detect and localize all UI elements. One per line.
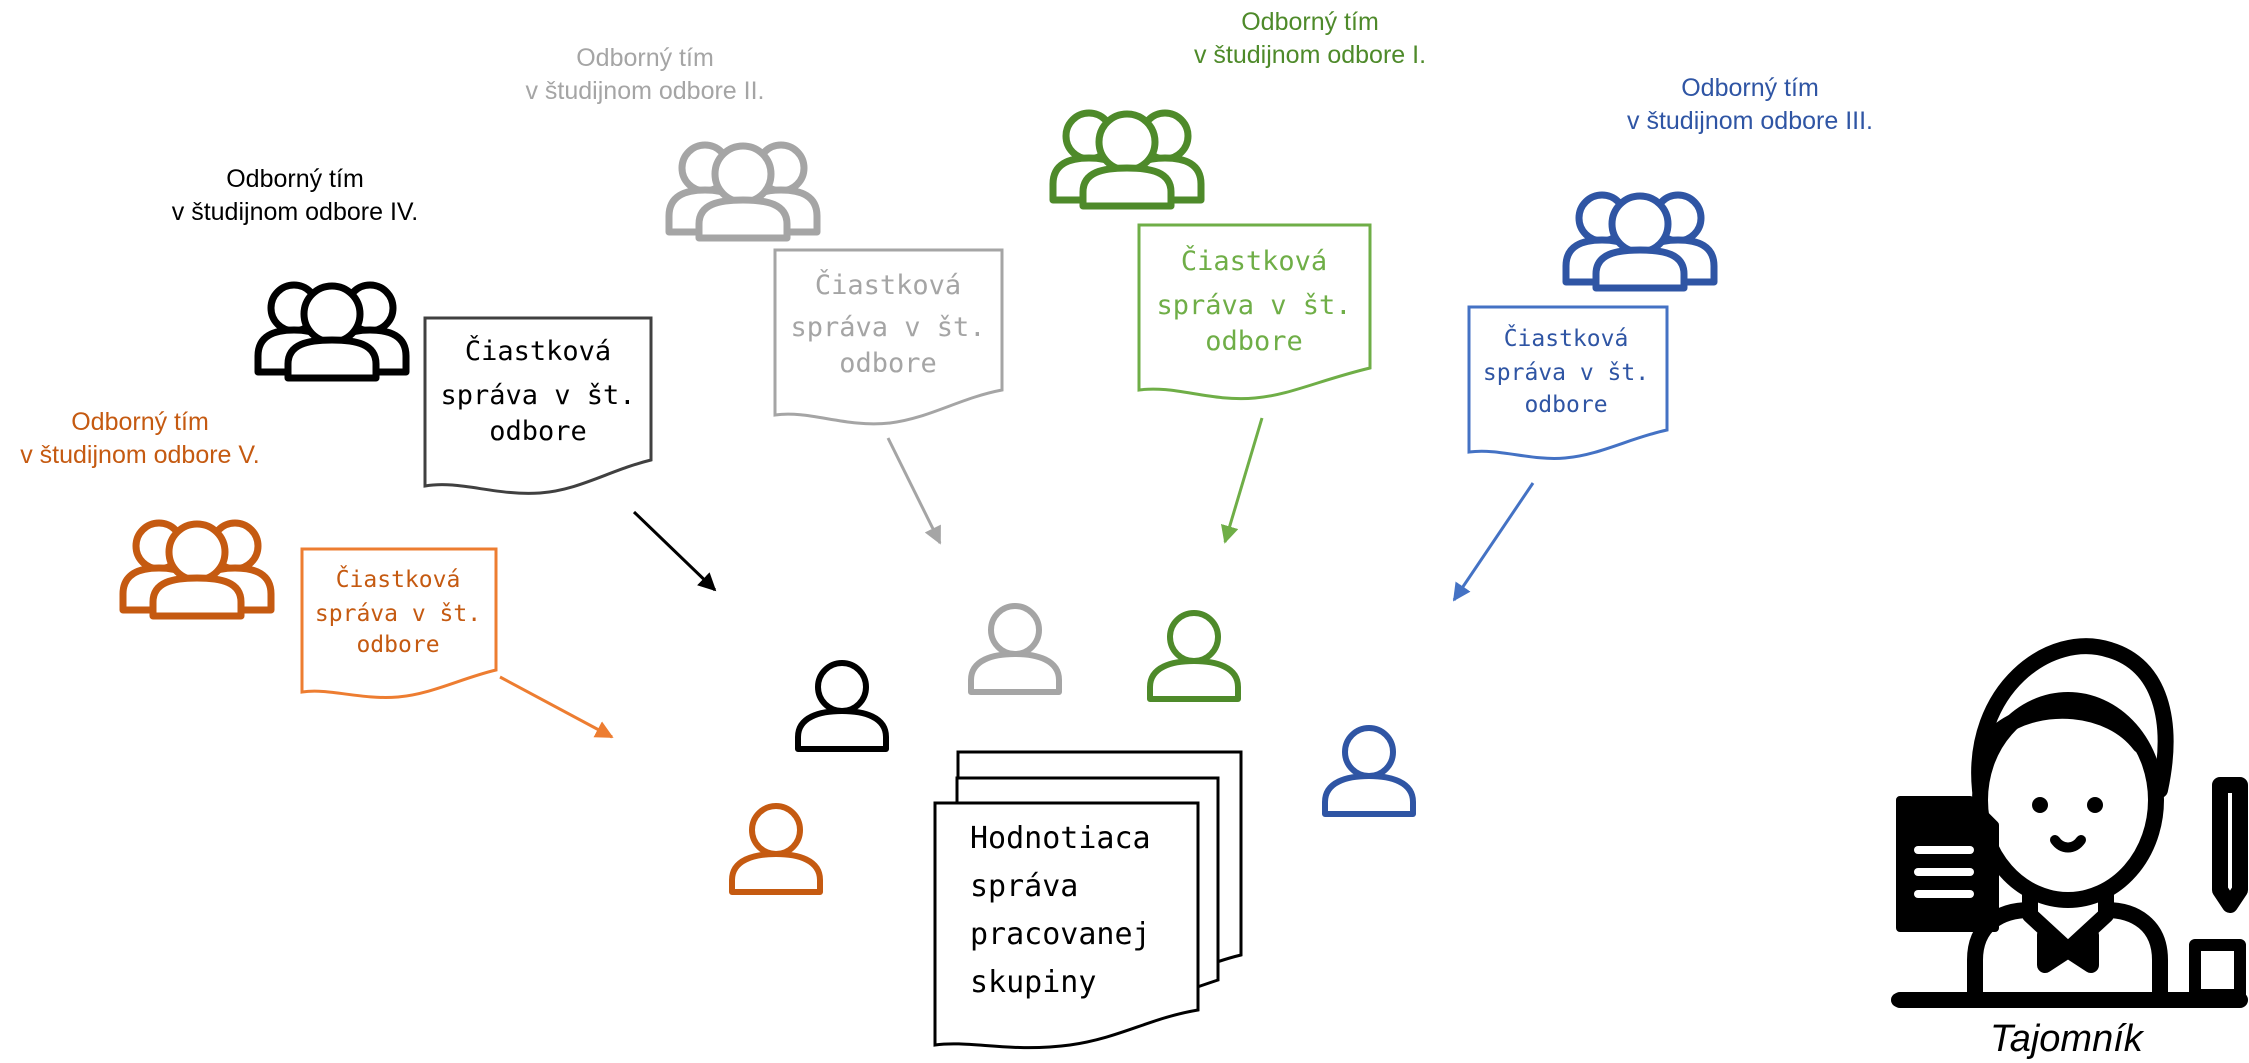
team-label-iii: Odborný tím v študijnom odbore III. bbox=[1600, 72, 1900, 138]
team-label-v-line2: v študijnom odbore V. bbox=[20, 441, 260, 469]
report-doc-v-line1: Čiastková bbox=[336, 565, 461, 593]
final-report-stack: Hodnotiaca správa pracovanej skupiny bbox=[933, 750, 1243, 1050]
team-label-iv-line1: Odborný tím bbox=[226, 165, 364, 193]
report-doc-iii-line3: odbore bbox=[1524, 392, 1607, 418]
team-icon-v bbox=[123, 523, 271, 616]
team-icon-iii bbox=[1566, 195, 1714, 288]
report-doc-iv-line2: správa v št. bbox=[440, 380, 635, 411]
secretary-label: Tajomník bbox=[1990, 1018, 2143, 1060]
team-icon-i bbox=[1053, 113, 1201, 206]
arrow-i bbox=[1221, 417, 1264, 544]
member-icon-i bbox=[1150, 613, 1238, 699]
report-doc-i-line3: odbore bbox=[1205, 326, 1303, 357]
arrow-iii bbox=[1452, 482, 1535, 602]
team-label-iv: Odborný tím v študijnom odbore IV. bbox=[145, 163, 445, 229]
team-label-ii: Odborný tím v študijnom odbore II. bbox=[495, 42, 795, 108]
member-icon-iv bbox=[798, 663, 886, 749]
team-label-v-line1: Odborný tím bbox=[71, 408, 209, 436]
member-icon-iii bbox=[1325, 728, 1413, 814]
team-label-iii-line1: Odborný tím bbox=[1681, 74, 1819, 102]
final-report-line1: Hodnotiaca bbox=[970, 821, 1151, 856]
team-label-v: Odborný tím v študijnom odbore V. bbox=[0, 406, 280, 472]
team-label-i-line1: Odborný tím bbox=[1241, 8, 1379, 36]
report-doc-iii-line1: Čiastková bbox=[1504, 324, 1629, 352]
arrow-ii bbox=[886, 437, 942, 545]
report-doc-ii-line2: správa v št. bbox=[790, 312, 985, 343]
report-doc-v-line2: správa v št. bbox=[315, 601, 481, 627]
report-doc-v-line3: odbore bbox=[356, 632, 439, 658]
report-doc-ii: Čiastková správa v št. odbore bbox=[773, 248, 1004, 426]
secretary-icon bbox=[1891, 638, 2248, 1008]
report-doc-iv-line1: Čiastková bbox=[465, 335, 611, 367]
team-label-ii-line1: Odborný tím bbox=[576, 44, 714, 72]
report-doc-i: Čiastková správa v št. odbore bbox=[1137, 223, 1372, 401]
report-doc-ii-line3: odbore bbox=[839, 348, 937, 379]
report-doc-iv: Čiastková správa v št. odbore bbox=[423, 316, 653, 495]
report-doc-iii: Čiastková správa v št. odbore bbox=[1467, 305, 1669, 460]
team-label-i: Odborný tím v študijnom odbore I. bbox=[1160, 6, 1460, 72]
team-label-ii-line2: v študijnom odbore II. bbox=[525, 77, 765, 105]
report-doc-i-line1: Čiastková bbox=[1181, 245, 1327, 277]
team-icon-iv bbox=[258, 285, 406, 378]
member-icon-v bbox=[732, 806, 820, 892]
report-doc-iii-line2: správa v št. bbox=[1483, 360, 1649, 386]
team-label-i-line2: v študijnom odbore I. bbox=[1193, 41, 1427, 69]
final-report-line2: správa bbox=[970, 869, 1078, 904]
team-icon-ii bbox=[669, 145, 817, 238]
report-doc-ii-line1: Čiastková bbox=[815, 269, 961, 301]
report-doc-v: Čiastková správa v št. odbore bbox=[300, 547, 498, 699]
report-doc-i-line2: správa v št. bbox=[1156, 290, 1351, 321]
final-report-line4: skupiny bbox=[970, 965, 1096, 1000]
team-label-iii-line2: v študijnom odbore III. bbox=[1627, 107, 1873, 135]
team-label-iv-line2: v študijnom odbore IV. bbox=[171, 198, 419, 226]
arrow-v bbox=[499, 675, 614, 739]
arrow-iv bbox=[632, 510, 717, 592]
report-doc-iv-line3: odbore bbox=[489, 416, 587, 447]
member-icon-ii bbox=[971, 606, 1059, 692]
final-report-line3: pracovanej bbox=[970, 917, 1151, 952]
